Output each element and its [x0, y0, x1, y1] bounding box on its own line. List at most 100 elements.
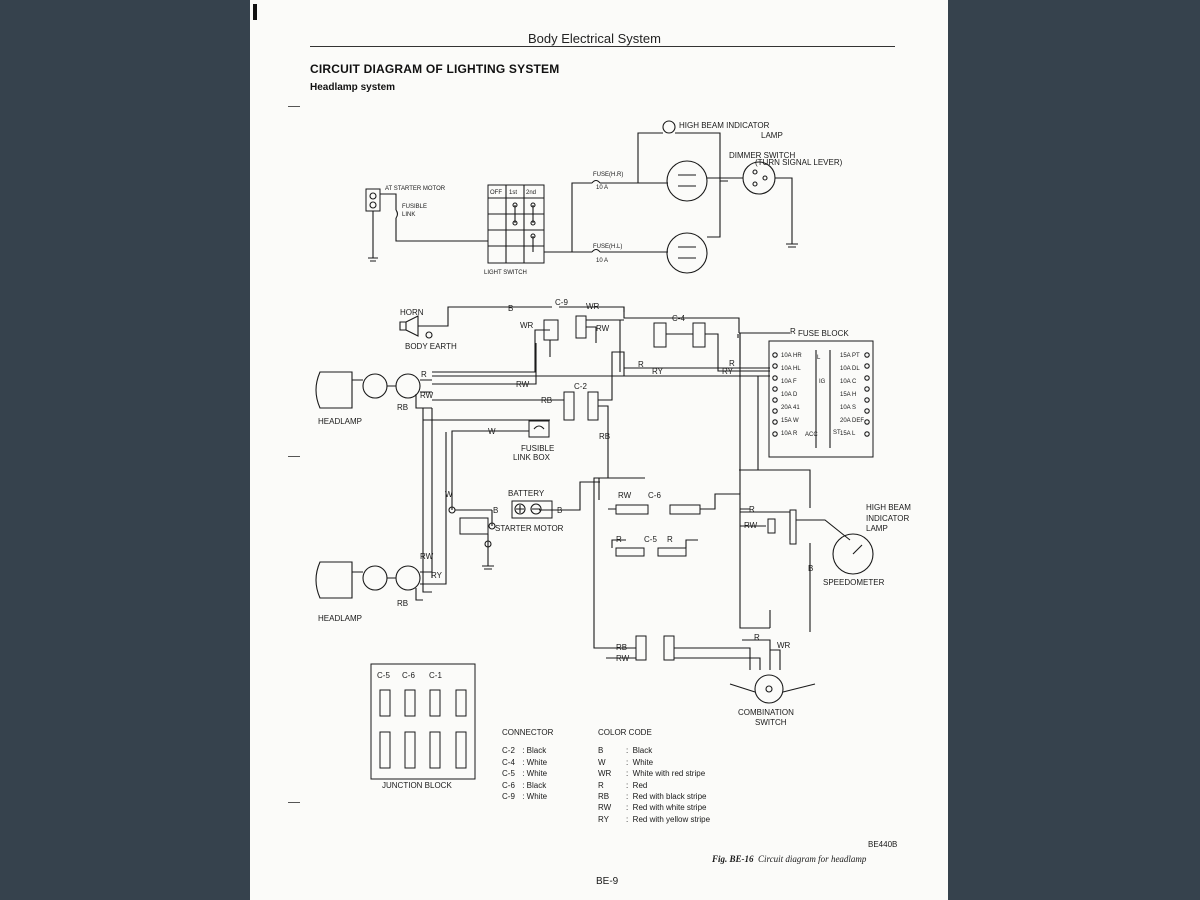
label-link-box: LINK BOX — [513, 453, 551, 462]
header-rule — [310, 46, 895, 47]
color-meaning: Black — [632, 746, 653, 756]
color-meaning: White with red stripe — [632, 769, 706, 779]
junction-slot — [429, 689, 441, 717]
fuse-left-3: 10A F — [781, 379, 797, 385]
label-horn: HORN — [400, 308, 424, 317]
wire-label: W — [488, 427, 496, 436]
fuse-terminal-dot — [864, 431, 870, 437]
fuse-left-2: 10A HL — [781, 366, 801, 372]
label-turn-signal-lever: (TURN SIGNAL LEVER) — [755, 158, 843, 167]
wire-label: R — [790, 327, 796, 336]
color-code: W — [598, 757, 606, 767]
fuse-symbols — [591, 179, 601, 253]
indicator-connector — [767, 518, 776, 534]
fuse-right-7: 15A L — [840, 431, 856, 437]
label-body-earth: BODY EARTH — [405, 342, 457, 351]
section-subtitle: Headlamp system — [310, 82, 396, 93]
headlamp-lower-wires — [352, 432, 447, 601]
fuse-block-l: L — [817, 355, 821, 361]
wire-label: RW — [420, 391, 434, 400]
label-fuse-block: FUSE BLOCK — [798, 329, 849, 338]
c9-wires — [432, 306, 740, 373]
terminal-dot — [369, 201, 377, 209]
connector-c2-half-b — [587, 391, 599, 421]
color-meaning: Red with white stripe — [632, 803, 707, 813]
fuse-terminal-dot — [772, 419, 778, 425]
color-code-row: RY: Red with yellow stripe — [598, 814, 711, 824]
connector-id: C-6 — [502, 780, 515, 790]
c5-wires — [611, 539, 698, 548]
fuse-terminal-dot — [864, 352, 870, 358]
combination-switch-levers — [729, 683, 816, 693]
body-earth-terminal — [425, 331, 433, 339]
fuse-left-7: 10A R — [781, 431, 798, 437]
c4-wires — [666, 332, 790, 372]
connector-color: White — [526, 769, 548, 779]
fuse-right-2: 10A DL — [840, 366, 860, 372]
c4-right-wires — [432, 333, 770, 377]
fusible-link-box — [528, 420, 550, 438]
junction-slot — [455, 689, 467, 717]
switch-contacts — [514, 205, 534, 252]
connector-color: Black — [526, 780, 547, 790]
fuse-terminal-dot — [772, 363, 778, 369]
connector-c4-half-b — [692, 322, 706, 348]
fuse-block — [768, 340, 874, 458]
headlamp-lower-connector — [395, 565, 421, 591]
junction-slot — [379, 731, 391, 769]
terminal-dot — [369, 192, 377, 200]
contact-dot — [762, 175, 768, 181]
label-fuse-hl-rating: 10 A — [596, 258, 608, 264]
connector-legend-row: C-9 : White — [502, 791, 548, 801]
fuse-terminal-dot — [772, 408, 778, 414]
light-switch-table — [487, 184, 545, 264]
connector-c6-half-b — [669, 504, 701, 515]
wire-label: B — [557, 506, 562, 515]
color-code-legend: COLOR CODE B: Black W: White WR: White w… — [598, 728, 710, 826]
wire-label: W — [445, 490, 453, 499]
fuse-block-right-column: 15A PT 10A DL 10A C 15A H 10A S 20A DEF … — [840, 352, 870, 437]
c2-wires — [556, 351, 625, 649]
light-switch-output-wires — [544, 182, 622, 253]
junction-slot — [429, 731, 441, 769]
page-title: CIRCUIT DIAGRAM OF LIGHTING SYSTEM — [310, 62, 560, 76]
color-code: WR — [598, 769, 612, 779]
speedometer-symbol — [832, 533, 874, 575]
color-code: RB — [598, 791, 610, 801]
connector-combination-b — [663, 635, 675, 661]
wire-label: R — [638, 360, 644, 369]
fuse-left-6: 15A W — [781, 418, 799, 424]
color-code-title: COLOR CODE — [598, 728, 652, 737]
connector-legend-row: C-5 : White — [502, 769, 548, 779]
label-link: LINK — [402, 212, 415, 218]
wire-label: R — [421, 370, 427, 379]
fuse-right-3: 10A C — [840, 379, 857, 385]
label-speedometer: SPEEDOMETER — [823, 578, 885, 587]
connector-color: White — [526, 791, 548, 801]
contact-dot — [530, 233, 536, 239]
label-starter-motor: STARTER MOTOR — [495, 524, 564, 533]
margin-mark — [288, 106, 300, 107]
main-wires — [594, 320, 811, 628]
junction-slot — [404, 731, 416, 769]
connector-id: C-9 — [502, 791, 515, 801]
fuse-block-bus — [815, 350, 831, 448]
fusible-link-wire — [380, 193, 488, 242]
fuse-terminal-dot — [864, 397, 870, 403]
label-fuse-hr: FUSE(H.R) — [593, 172, 623, 178]
figure-code: BE440B — [868, 840, 898, 849]
connector-c5-half-a — [615, 547, 645, 557]
dimmer-output-wires — [707, 177, 798, 248]
manual-page: Body Electrical System CIRCUIT DIAGRAM O… — [250, 0, 948, 900]
margin-mark — [288, 456, 300, 457]
color-meaning: Red — [632, 780, 648, 790]
junction-c1-label: C-1 — [429, 671, 442, 680]
starter-motor-symbol — [459, 517, 489, 535]
connector-legend: CONNECTOR C-2 : Black C-4 : White C-5 : … — [502, 728, 553, 803]
fuse-terminal-dot — [864, 375, 870, 381]
fuse-terminal-dot — [772, 386, 778, 392]
battery-positive — [514, 503, 526, 515]
battery-signs — [516, 505, 540, 513]
connector-legend-row: C-4 : White — [502, 757, 548, 767]
contact-dot — [530, 202, 536, 208]
